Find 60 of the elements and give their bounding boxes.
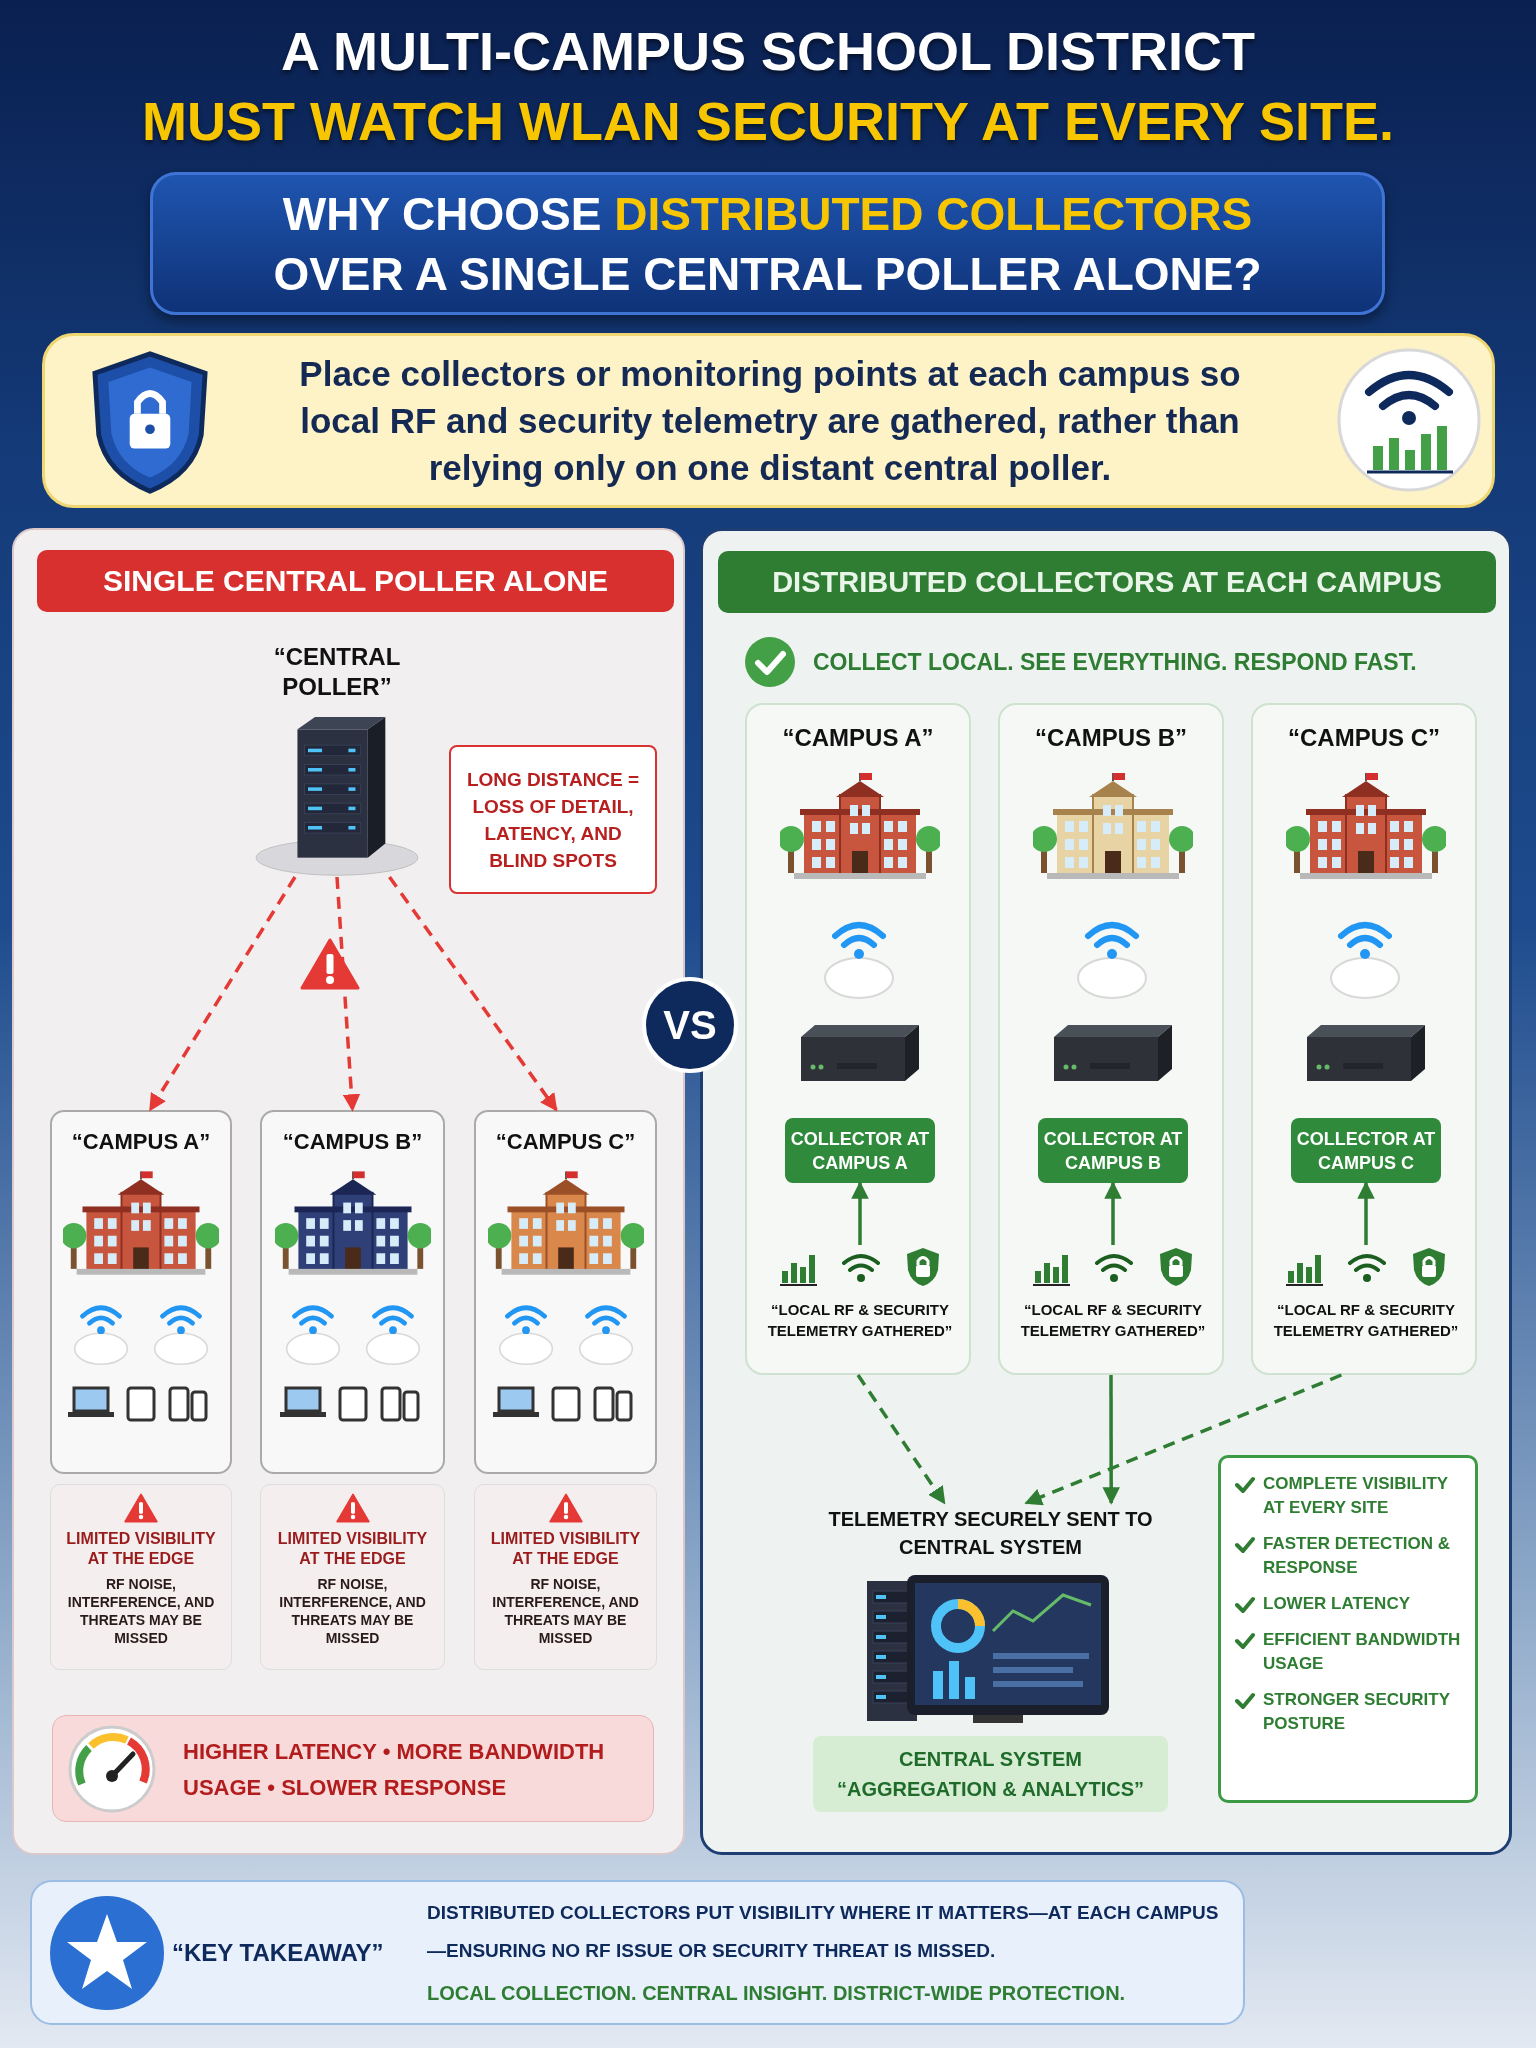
benefit-text: EFFICIENT BANDWIDTH USAGE xyxy=(1263,1629,1462,1675)
dashed-arrow xyxy=(1024,1373,1343,1506)
campus-name: “CAMPUS A” xyxy=(781,723,935,753)
benefit-text: LOWER LATENCY xyxy=(1263,1593,1410,1615)
campus-card xyxy=(474,1110,657,1474)
node-caption: TELEMETRY SECURELY SENT TO CENTRAL SYSTEM xyxy=(827,1507,1154,1560)
panel-subheading: COLLECT LOCAL. SEE EVERYTHING. RESPOND FAST. xyxy=(813,648,1417,677)
panel-header: SINGLE CENTRAL POLLER ALONE xyxy=(37,550,674,612)
campus-name: “CAMPUS C” xyxy=(1287,723,1441,753)
warning-text: RF NOISE, INTERFERENCE, AND THREATS MAY BE MISSED xyxy=(66,1575,216,1647)
title-heading: A MULTI-CAMPUS SCHOOL DISTRICT MUST WATCH WLAN SECURITY AT EVERY SITE. xyxy=(140,20,1395,153)
arrow xyxy=(1104,1181,1122,1245)
campus-card xyxy=(745,703,971,1375)
arrow xyxy=(1102,1375,1120,1505)
benefit-text: COMPLETE VISIBILITY AT EVERY SITE xyxy=(1263,1473,1449,1519)
panel-header: DISTRIBUTED COLLECTORS AT EACH CAMPUS xyxy=(718,551,1496,613)
benefit-text: FASTER DETECTION & RESPONSE xyxy=(1263,1533,1451,1579)
takeaway-slogan: LOCAL COLLECTION. CENTRAL INSIGHT. DISTRICT-WIDE PROTECTION. xyxy=(427,1981,1127,2006)
node-label: “CENTRAL POLLER” xyxy=(272,642,402,702)
warning-card xyxy=(50,1484,232,1670)
arrow xyxy=(1357,1181,1375,1245)
intro-box xyxy=(42,333,1495,508)
intro-text: Place collectors or monitoring points at each campus so local RF and security telemetry are gathered, rather than relying only on one distant central poller. xyxy=(298,353,1242,489)
warning-heading: LIMITED VISIBILITY AT THE EDGE xyxy=(489,1529,642,1569)
telemetry-caption: “LOCAL RF & SECURITY TELEMETRY GATHERED” xyxy=(1272,1300,1460,1341)
campus-card xyxy=(260,1110,445,1474)
campus-card xyxy=(50,1110,232,1474)
question-banner xyxy=(150,172,1385,315)
system-label-box: CENTRAL SYSTEM “AGGREGATION & ANALYTICS” xyxy=(813,1736,1168,1812)
campus-card xyxy=(1251,703,1477,1375)
campus-name: “CAMPUS B” xyxy=(282,1128,423,1156)
arrow xyxy=(851,1181,869,1245)
warning-heading: LIMITED VISIBILITY AT THE EDGE xyxy=(276,1529,429,1569)
dashed-arrow xyxy=(856,1374,946,1505)
takeaway-label: “KEY TAKEAWAY” xyxy=(172,1938,384,1968)
warning-text: RF NOISE, INTERFERENCE, AND THREATS MAY BE MISSED xyxy=(491,1575,640,1647)
takeaway-box xyxy=(30,1880,1245,2025)
campus-card xyxy=(998,703,1224,1375)
campus-name: “CAMPUS C” xyxy=(495,1128,636,1156)
impact-text: HIGHER LATENCY • MORE BANDWIDTH USAGE • SLOWER RESPONSE xyxy=(183,1738,606,1802)
benefits-box xyxy=(1218,1455,1478,1803)
dashed-arrow xyxy=(335,876,361,1112)
warning-card xyxy=(474,1484,657,1670)
takeaway-text: DISTRIBUTED COLLECTORS PUT VISIBILITY WHERE IT MATTERS—AT EACH CAMPUS—ENSURING NO RF ISSUE OR SECURITY THREAT IS MISSED. xyxy=(427,1901,1220,1963)
telemetry-caption: “LOCAL RF & SECURITY TELEMETRY GATHERED” xyxy=(766,1300,954,1341)
warning-card xyxy=(260,1484,445,1670)
collector-label-box: COLLECTOR AT CAMPUS C xyxy=(1291,1118,1441,1183)
callout-box: LONG DISTANCE = LOSS OF DETAIL, LATENCY, AND BLIND SPOTS xyxy=(449,745,657,894)
campus-name: “CAMPUS A” xyxy=(71,1128,211,1156)
collector-label-box: COLLECTOR AT CAMPUS A xyxy=(785,1118,935,1183)
benefit-text: STRONGER SECURITY POSTURE xyxy=(1263,1689,1451,1735)
impact-bar xyxy=(52,1715,654,1822)
collector-label-box: COLLECTOR AT CAMPUS B xyxy=(1038,1118,1188,1183)
telemetry-caption: “LOCAL RF & SECURITY TELEMETRY GATHERED” xyxy=(1019,1300,1207,1341)
dashed-arrow xyxy=(148,876,297,1112)
banner-heading: WHY CHOOSE DISTRIBUTED COLLECTORS OVER A SINGLE CENTRAL POLLER ALONE? xyxy=(273,186,1262,302)
campus-name: “CAMPUS B” xyxy=(1034,723,1188,753)
warning-heading: LIMITED VISIBILITY AT THE EDGE xyxy=(65,1529,217,1569)
warning-text: RF NOISE, INTERFERENCE, AND THREATS MAY BE MISSED xyxy=(278,1575,427,1647)
dashed-arrow xyxy=(388,875,558,1112)
